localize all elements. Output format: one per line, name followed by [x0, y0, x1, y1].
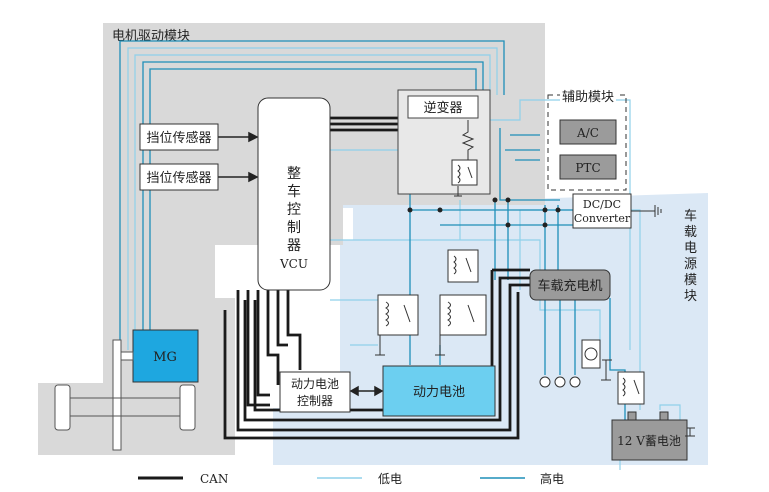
legend-high-label: 高电 [540, 471, 564, 486]
svg-text:挡位传感器: 挡位传感器 [146, 170, 211, 186]
legend: CAN 低电 高电 [138, 471, 564, 486]
svg-text:车: 车 [684, 208, 697, 224]
charge-port-terminals [539, 376, 581, 388]
motor-generator: MG [132, 329, 199, 383]
relay-3 [447, 249, 479, 283]
junction-dots [407, 197, 561, 228]
svg-text:块: 块 [684, 289, 697, 304]
svg-text:车载充电机: 车载充电机 [537, 278, 602, 294]
svg-text:MG: MG [153, 350, 177, 365]
svg-text:DC/DC: DC/DC [583, 198, 621, 211]
svg-text:电: 电 [684, 241, 697, 256]
svg-text:整: 整 [287, 166, 301, 182]
svg-text:辅助模块: 辅助模块 [562, 90, 614, 105]
sensor-arrows [218, 131, 259, 183]
legend-can-label: CAN [200, 472, 228, 486]
can-bus [223, 116, 530, 440]
svg-text:Converter: Converter [574, 212, 631, 225]
relay-1 [375, 294, 419, 356]
relay-4 [617, 371, 645, 405]
motor-drive-region-label: 电机驱动模块 [112, 29, 190, 44]
svg-text:VCU: VCU [279, 257, 308, 271]
bms-battery-arrow [349, 385, 384, 397]
relay-2 [435, 294, 487, 356]
svg-text:12 V蓄电池: 12 V蓄电池 [617, 434, 681, 448]
ptc-heater [559, 154, 617, 180]
battery-12v: 12 V蓄电池 [611, 411, 695, 461]
svg-text:A/C: A/C [576, 126, 599, 140]
drive-axle [54, 339, 196, 451]
svg-text:制: 制 [287, 220, 301, 236]
svg-text:源: 源 [684, 257, 697, 272]
dcdc-converter: DC/DC Converter [572, 193, 662, 229]
aux-module: 辅助模块 A/C PTC [547, 88, 627, 191]
ac-compressor [559, 119, 617, 145]
svg-text:挡位传感器: 挡位传感器 [146, 130, 211, 146]
svg-text:控制器: 控制器 [297, 394, 333, 408]
charge-socket [581, 339, 612, 381]
vcu-controller: 整 车 控 制 器 VCU [257, 97, 331, 291]
svg-text:模: 模 [684, 273, 697, 288]
gear-sensor-2: 挡位传感器 [139, 163, 219, 191]
onboard-power-region [273, 193, 708, 465]
svg-text:器: 器 [287, 238, 301, 254]
inverter-module: 逆变器 [397, 89, 491, 197]
legend-low-label: 低电 [378, 472, 402, 486]
svg-text:动力电池: 动力电池 [413, 385, 465, 400]
svg-text:控: 控 [287, 202, 301, 218]
gear-sensor-1: 挡位传感器 [139, 123, 219, 151]
svg-text:PTC: PTC [575, 161, 600, 175]
svg-text:逆变器: 逆变器 [423, 100, 462, 116]
white-gap [343, 208, 353, 240]
svg-text:车: 车 [287, 183, 301, 200]
traction-battery: 动力电池 [382, 365, 496, 417]
onboard-charger: 车载充电机 [529, 269, 611, 301]
battery-management-controller: 动力电池 控制器 [279, 371, 351, 413]
onboard-power-region-label: 车 载 电 源 模 块 [684, 208, 697, 304]
svg-text:动力电池: 动力电池 [291, 377, 339, 391]
svg-text:载: 载 [684, 225, 697, 240]
